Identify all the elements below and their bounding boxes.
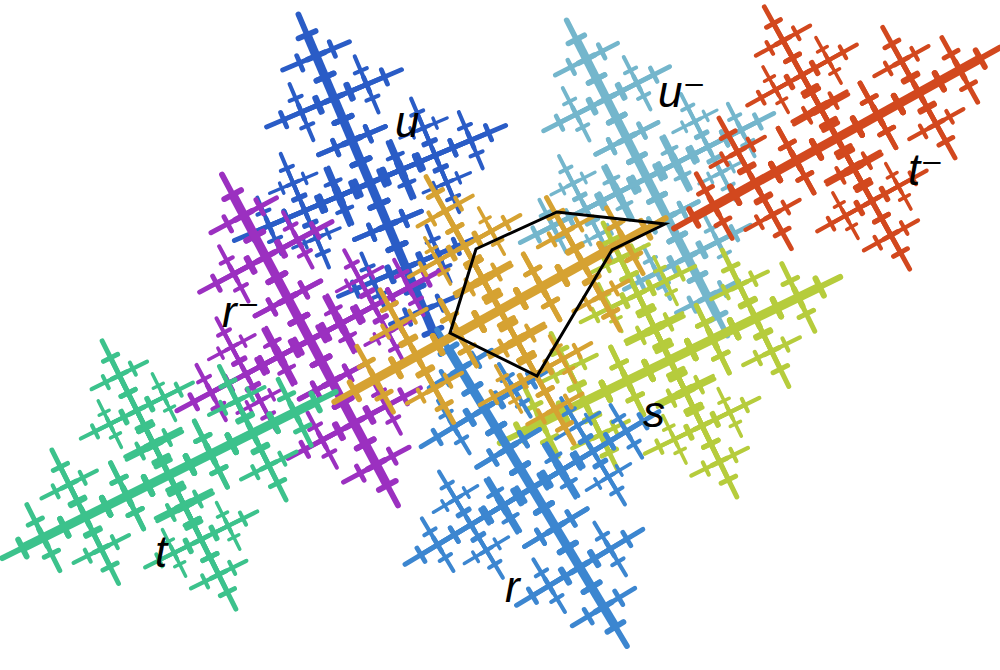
tile-label: s — [643, 390, 665, 434]
tile-label: u⁻ — [658, 70, 706, 114]
tile-center — [260, 85, 739, 535]
tile-t — [0, 258, 403, 670]
tile-label: u — [395, 100, 419, 144]
tile-label: t — [155, 530, 167, 574]
tile-label: t⁻ — [908, 148, 943, 192]
fundamental-domain — [450, 212, 665, 376]
tile-r — [310, 254, 754, 670]
tile-u — [163, 0, 577, 409]
tile-label: r⁻ — [222, 290, 260, 334]
tile-label: r — [505, 565, 520, 609]
